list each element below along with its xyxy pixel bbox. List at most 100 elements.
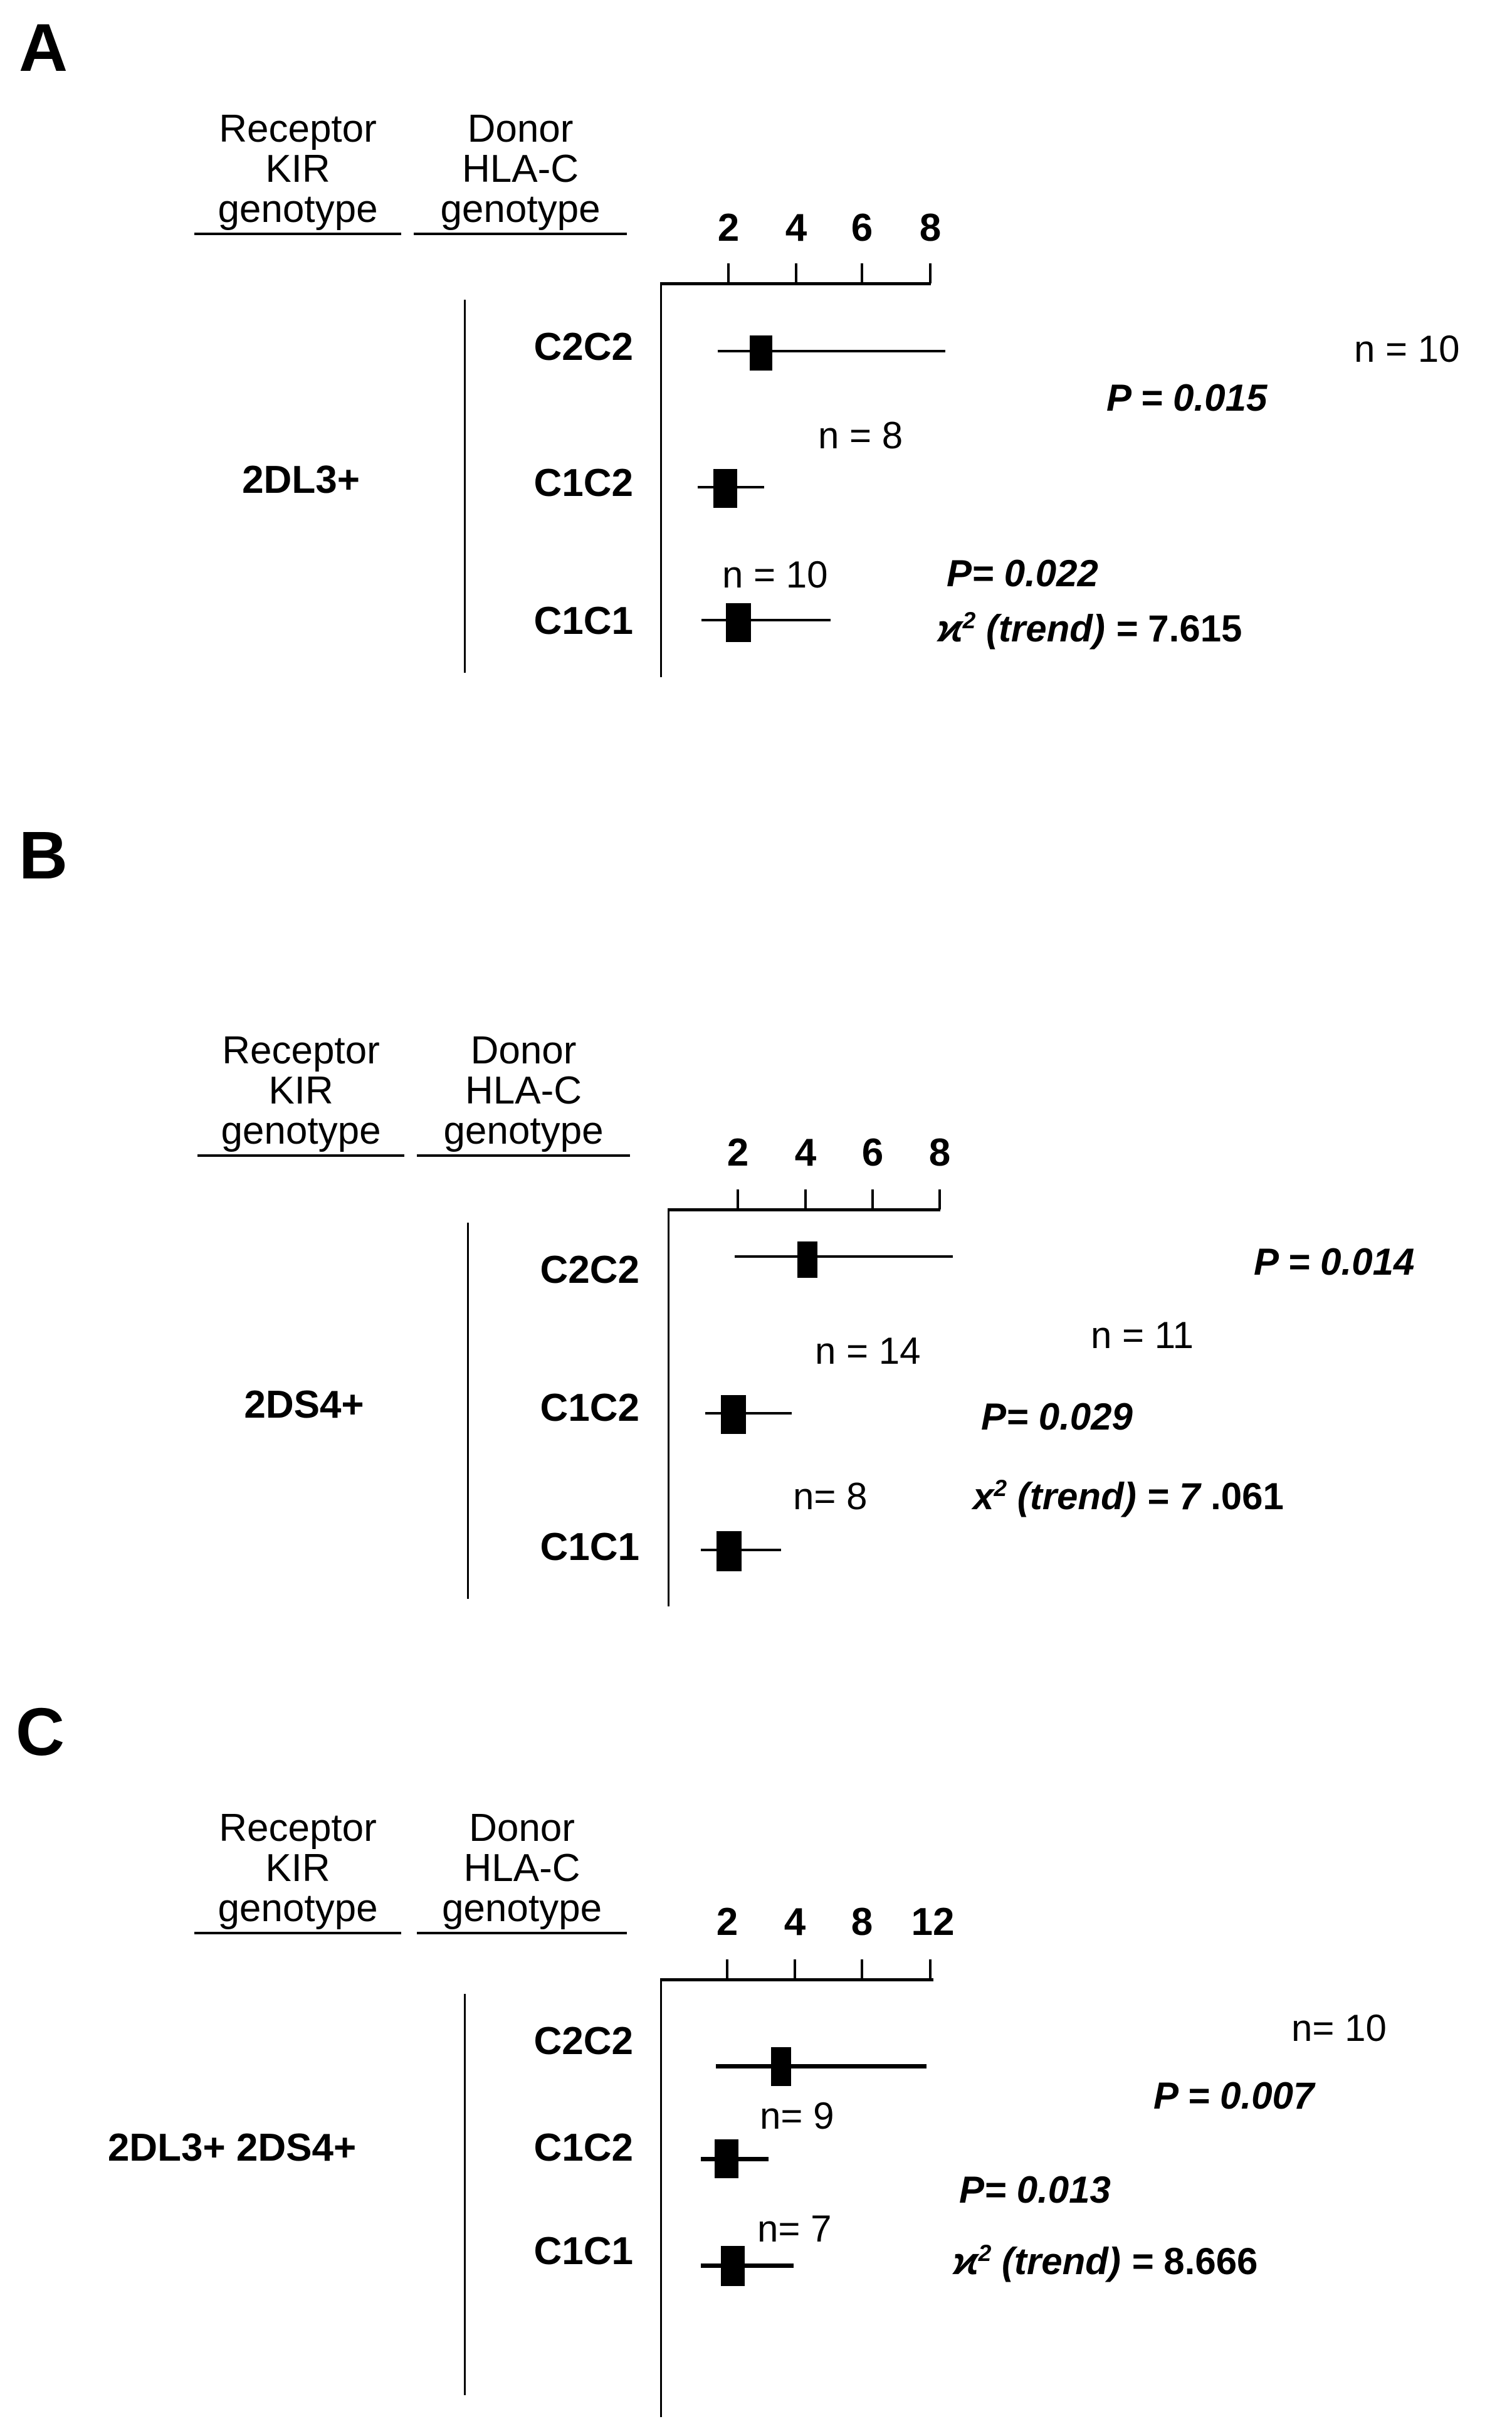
panel-b-receptor-label: 2DS4+: [244, 1383, 364, 1426]
panel-a-genotype-c1c2: C1C2: [533, 461, 633, 505]
panel-c-chi-value: 8.666: [1163, 2240, 1258, 2282]
panel-c-header-receptor-text: Receptor KIR genotype: [218, 1806, 378, 1930]
panel-b-tick-1: [737, 1189, 739, 1209]
panel-a-receptor-label: 2DL3+: [242, 458, 360, 502]
panel-c-tick-label-1: 2: [716, 1900, 738, 1944]
panel-c-p-top: P = 0.007: [1153, 2075, 1315, 2117]
panel-b-chi-label: (trend) = 7: [1017, 1475, 1200, 1517]
panel-c-receptor-label: 2DL3+ 2DS4+: [107, 2126, 357, 2169]
panel-a-tick-1: [727, 263, 730, 283]
panel-c-chi-trend: ϰ2 (trend) = 8.666: [953, 2240, 1257, 2283]
panel-b-header-receptor-rule: [197, 1154, 404, 1157]
panel-b: B Receptor KIR genotype Donor HLA-C geno…: [0, 809, 1512, 1668]
panel-a-tick-2: [795, 263, 797, 283]
panel-a-marker-c1c2: [713, 469, 737, 508]
panel-a-chi-exponent: 2: [962, 607, 976, 633]
panel-c-genotype-c1c2: C1C2: [533, 2126, 633, 2169]
panel-a-separator-receptor: [464, 300, 466, 673]
panel-a-header-donor-rule: [414, 233, 627, 236]
panel-b-marker-c1c2: [721, 1395, 746, 1434]
panel-a-chi-label: (trend) =: [985, 608, 1138, 650]
panel-c-header-donor-text: Donor HLA-C genotype: [441, 1806, 602, 1930]
panel-c-ci-c2c2: [716, 2064, 927, 2068]
panel-c-axis-left-line: [660, 1978, 662, 2417]
panel-a-tick-label-2: 4: [785, 206, 807, 250]
panel-b-tick-label-4: 8: [928, 1131, 951, 1174]
panel-c-chi-symbol: ϰ: [953, 2240, 979, 2282]
panel-b-header-donor-text: Donor HLA-C genotype: [443, 1028, 604, 1152]
panel-c-marker-c1c2: [715, 2139, 738, 2178]
panel-b-n-c1c1: n= 8: [793, 1475, 868, 1517]
panel-b-letter: B: [19, 817, 68, 893]
panel-c-marker-c1c1: [721, 2246, 745, 2286]
panel-a-p-top: P = 0.015: [1106, 377, 1268, 419]
panel-b-header-donor: Donor HLA-C genotype: [417, 991, 630, 1197]
panel-a-header-receptor-text: Receptor KIR genotype: [218, 107, 378, 231]
panel-c-header-donor-rule: [417, 1932, 627, 1935]
panel-b-marker-c1c1: [717, 1531, 742, 1571]
panel-a-axis-left-line: [660, 282, 662, 677]
panel-a-n-c1c2: n = 8: [818, 414, 903, 456]
panel-a-tick-label-1: 2: [717, 206, 740, 250]
panel-a-ci-c1c1: [701, 619, 831, 621]
panel-b-chi-trend: x2 (trend) = 7 .061: [973, 1475, 1284, 1518]
panel-b-tick-label-3: 6: [861, 1131, 884, 1174]
panel-c-separator-receptor: [464, 1994, 466, 2395]
panel-c-header-receptor: Receptor KIR genotype: [194, 1768, 401, 1974]
panel-b-genotype-c1c2: C1C2: [540, 1386, 639, 1430]
panel-c-n-c1c1: n= 7: [757, 2208, 832, 2250]
panel-a-tick-3: [861, 263, 863, 283]
panel-c-tick-label-3: 8: [851, 1900, 873, 1944]
panel-c-n-c2c2: n= 10: [1291, 2007, 1387, 2049]
panel-c-tick-3: [861, 1959, 863, 1979]
panel-a-n-c2c2: n = 10: [1354, 328, 1460, 370]
panel-a-chi-value: 7.615: [1148, 608, 1242, 650]
panel-c-genotype-c2c2: C2C2: [533, 2020, 633, 2063]
panel-b-n-c1c2: n = 14: [815, 1330, 921, 1372]
panel-b-header-donor-rule: [417, 1154, 630, 1157]
panel-a-genotype-c1c1: C1C1: [533, 599, 633, 643]
panel-a-marker-c2c2: [750, 335, 772, 371]
panel-b-tick-4: [938, 1189, 941, 1209]
panel-b-p-top: P = 0.014: [1254, 1241, 1415, 1283]
panel-c-tick-2: [794, 1959, 796, 1979]
panel-b-axis-left-line: [668, 1208, 669, 1606]
panel-c-tick-4: [929, 1959, 932, 1979]
panel-c-axis-top-line: [660, 1978, 933, 1981]
panel-c-letter: C: [16, 1694, 65, 1769]
panel-b-ci-c2c2: [735, 1255, 953, 1258]
panel-c-n-c1c2: n= 9: [760, 2095, 834, 2137]
panel-b-chi-symbol: x: [973, 1475, 994, 1517]
panel-c-header-receptor-rule: [194, 1932, 401, 1935]
panel-b-genotype-c1c1: C1C1: [540, 1526, 639, 1569]
panel-c-ci-c1c1: [701, 2263, 794, 2268]
panel-c-p-bottom: P= 0.013: [959, 2169, 1111, 2211]
panel-c-chi-label: (trend) =: [1001, 2240, 1153, 2282]
panel-b-chi-value: .061: [1210, 1475, 1284, 1517]
panel-c-marker-c2c2: [771, 2047, 791, 2086]
panel-b-marker-c2c2: [797, 1241, 817, 1278]
panel-a-p-bottom: P= 0.022: [947, 552, 1098, 594]
panel-a-n-c1c1: n = 10: [722, 554, 828, 596]
panel-b-header-receptor-text: Receptor KIR genotype: [221, 1028, 381, 1152]
panel-c-header-donor: Donor HLA-C genotype: [417, 1768, 627, 1974]
panel-a-header-receptor-rule: [194, 233, 401, 236]
panel-a-axis-top-line: [660, 282, 931, 285]
panel-b-p-bottom: P= 0.029: [981, 1396, 1133, 1438]
panel-a-tick-4: [929, 263, 932, 283]
panel-c: C Receptor KIR genotype Donor HLA-C geno…: [0, 1687, 1512, 2424]
panel-a-chi-symbol: ϰ: [937, 608, 963, 650]
panel-b-tick-2: [804, 1189, 807, 1209]
panel-a-header-donor-text: Donor HLA-C genotype: [440, 107, 601, 231]
panel-c-tick-1: [726, 1959, 728, 1979]
panel-b-separator-receptor: [467, 1223, 469, 1599]
panel-a-genotype-c2c2: C2C2: [533, 325, 633, 369]
panel-b-n-c2c2: n = 11: [1091, 1314, 1194, 1356]
panel-b-header-receptor: Receptor KIR genotype: [197, 991, 404, 1197]
panel-a-tick-label-4: 8: [919, 206, 942, 250]
panel-a-header-receptor: Receptor KIR genotype: [194, 69, 401, 275]
panel-b-tick-3: [871, 1189, 874, 1209]
panel-b-tick-label-2: 4: [794, 1131, 817, 1174]
panel-c-tick-label-2: 4: [784, 1900, 806, 1944]
